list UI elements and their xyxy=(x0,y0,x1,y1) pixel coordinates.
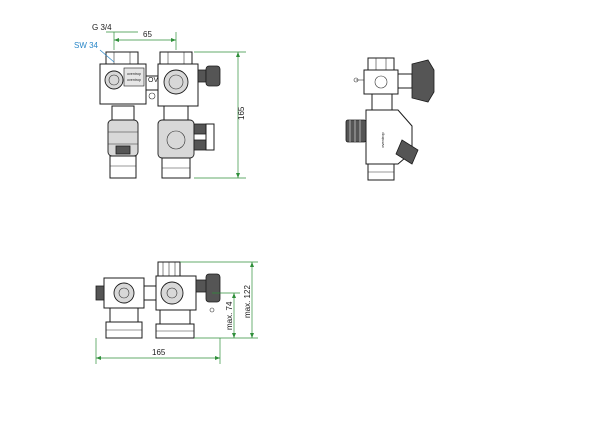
front-left-port xyxy=(104,70,124,90)
front-right-union-cap xyxy=(159,51,193,65)
top-view-left-lower xyxy=(109,307,139,323)
front-brand-plate xyxy=(123,67,145,87)
side-top-union xyxy=(367,57,395,71)
thread-label: G 3/4 xyxy=(92,23,112,32)
top-height-dimension: max. 122 xyxy=(243,285,252,318)
front-right-neck xyxy=(163,105,189,121)
side-handle-stem xyxy=(397,73,413,89)
front-left-union-cap xyxy=(105,51,139,65)
side-knurled-cap xyxy=(345,119,367,143)
side-brand-text: oventrop xyxy=(380,131,385,147)
side-neck xyxy=(371,93,393,111)
top-view: 165 max. 74 max. 122 xyxy=(95,261,258,364)
top-view-right-lower xyxy=(159,309,191,325)
wrench-leader xyxy=(99,49,115,63)
front-height-dimension: 165 xyxy=(237,106,246,120)
front-marking-ov: OV xyxy=(148,77,158,84)
top-view-right-knob xyxy=(205,273,221,303)
front-right-port xyxy=(163,69,189,95)
side-view: oventrop xyxy=(345,57,435,181)
wrench-size-label: SW 34 xyxy=(74,41,99,50)
top-width-dimension: 165 xyxy=(152,348,166,357)
front-side-knob xyxy=(205,65,221,87)
front-left-neck xyxy=(111,105,135,121)
top-depth-dimension: max. 74 xyxy=(225,301,234,330)
front-right-connector-1 xyxy=(193,123,207,135)
front-right-cartridge xyxy=(157,119,195,159)
front-left-outlet xyxy=(109,155,137,179)
side-handle-lever xyxy=(411,59,435,103)
front-view: oventrop oventrop OV xyxy=(74,23,246,179)
top-view-left-port xyxy=(113,282,135,304)
front-side-stub xyxy=(197,69,207,83)
top-view-right-port xyxy=(160,281,184,305)
side-drain-cap xyxy=(395,139,419,165)
side-upper-body xyxy=(363,69,399,95)
front-brand-line2: oventrop xyxy=(127,78,141,82)
front-right-connector-cap xyxy=(205,123,215,151)
front-left-label-block xyxy=(115,145,131,155)
top-view-left-tail xyxy=(95,285,105,301)
front-pitch-dimension: 65 xyxy=(143,30,152,39)
front-brand-line1: oventrop xyxy=(127,72,141,76)
top-view-bridge xyxy=(143,285,157,301)
front-right-connector-2 xyxy=(193,139,207,151)
